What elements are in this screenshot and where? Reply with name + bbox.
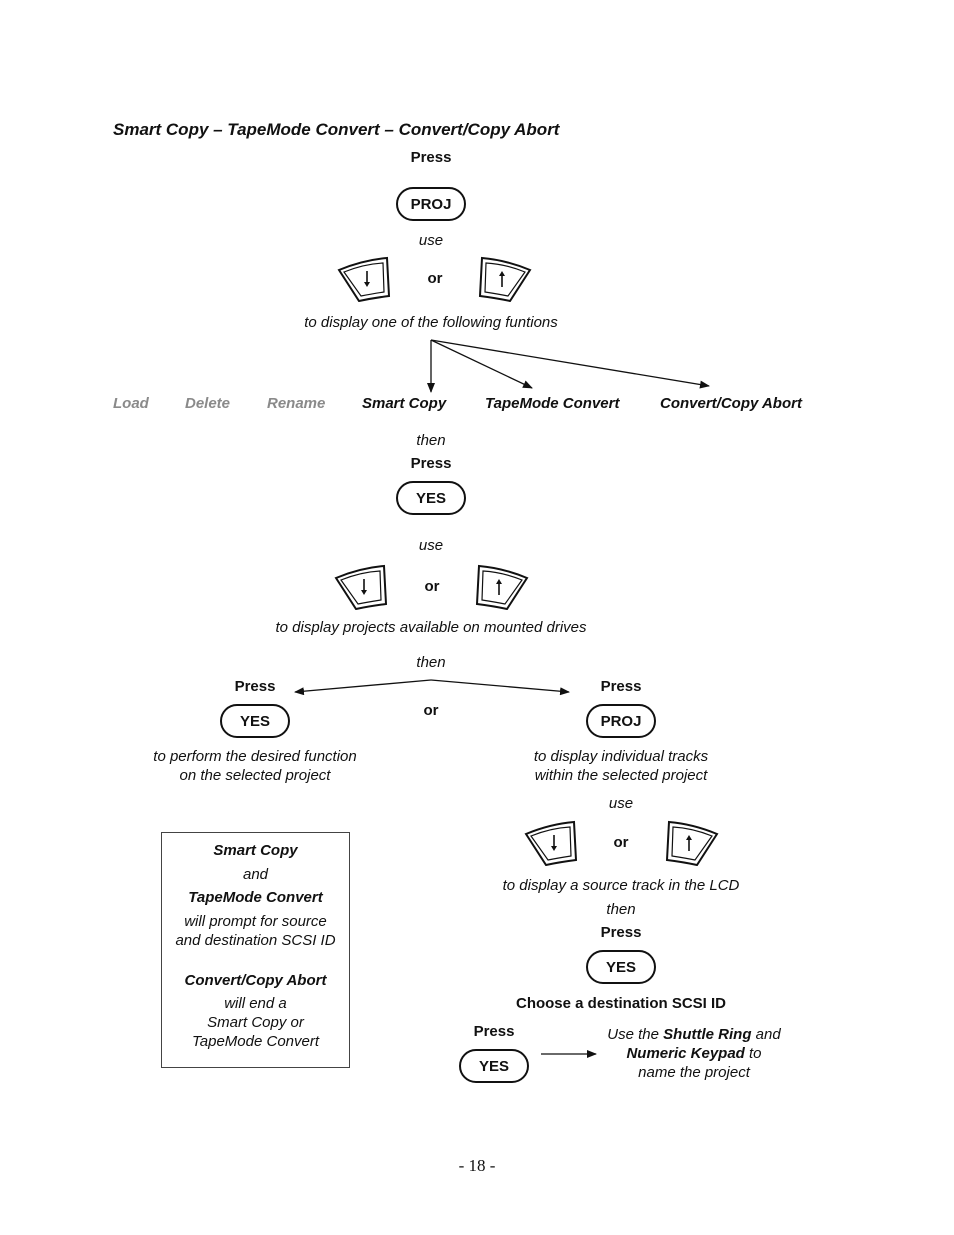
note-line: and destination SCSI ID [175,932,336,949]
caption-functions: to display one of the following funtions [304,314,558,331]
proj-key: PROJ [586,704,656,738]
down-arrow-key-icon [337,256,391,302]
function-tapemode-convert: TapeMode Convert [485,395,620,412]
note-line: TapeMode Convert [188,889,323,906]
function-rename: Rename [267,395,326,412]
note-line: Smart Copy [213,842,298,859]
caption-tracks-2: within the selected project [534,767,708,784]
note-line: Smart Copy or [207,1014,304,1031]
function-smart-copy: Smart Copy [362,395,447,412]
up-arrow-key-icon [475,564,529,610]
yes-key: YES [459,1049,529,1083]
press-label: Press [600,678,642,695]
then-label: then [606,901,636,918]
or-label: or [427,270,443,287]
note-box: Smart Copy and TapeMode Convert will pro… [161,832,350,1068]
press-label: Press [410,455,452,472]
function-convert-copy-abort: Convert/Copy Abort [660,395,802,412]
caption-projects: to display projects available on mounted… [275,619,587,636]
press-label: Press [410,149,452,166]
yes-key: YES [220,704,290,738]
function-load: Load [113,395,149,412]
use-label: use [608,795,634,812]
press-label: Press [234,678,276,695]
caption-perform-1: to perform the desired function [153,748,357,765]
yes-key: YES [396,481,466,515]
yes-key: YES [586,950,656,984]
up-arrow-key-icon [478,256,532,302]
or-label: or [613,834,629,851]
choose-destination-label: Choose a destination SCSI ID [515,995,727,1012]
note-line: will end a [224,995,287,1012]
press-label: Press [473,1023,515,1040]
use-label: use [418,537,444,554]
final-instruction-line-2: Numeric Keypad to [626,1045,762,1062]
or-label: or [424,578,440,595]
up-arrow-key-icon [665,820,719,866]
page-title: Smart Copy – TapeMode Convert – Convert/… [113,120,560,139]
caption-source-track: to display a source track in the LCD [502,877,740,894]
or-label: or [423,702,439,719]
caption-perform-2: on the selected project [179,767,331,784]
note-line: and [242,866,269,883]
final-instruction-line-3: name the project [638,1064,750,1081]
press-label: Press [600,924,642,941]
note-line: will prompt for source [184,913,327,930]
use-label: use [418,232,444,249]
proj-key: PROJ [396,187,466,221]
function-delete: Delete [185,395,231,412]
page-number: - 18 - [458,1156,496,1175]
note-line: TapeMode Convert [191,1033,320,1050]
then-label: then [416,654,446,671]
down-arrow-key-icon [334,564,388,610]
final-instruction-line-1: Use the Shuttle Ring and [607,1026,781,1043]
caption-tracks-1: to display individual tracks [533,748,709,765]
then-label: then [416,432,446,449]
down-arrow-key-icon [524,820,578,866]
note-line: Convert/Copy Abort [184,972,327,989]
